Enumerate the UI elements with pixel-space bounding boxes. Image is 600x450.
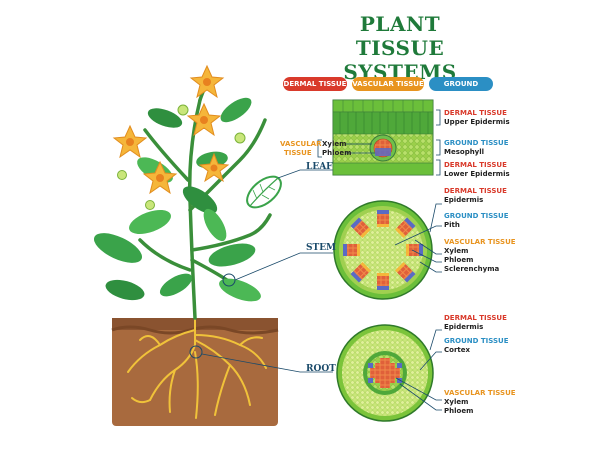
- root-vascular-heading: VASCULAR TISSUE: [444, 389, 516, 397]
- root-cross-section: [336, 324, 434, 422]
- leaf-xylem-label: Xylem: [322, 140, 347, 148]
- stem-dermal-heading: DERMAL TISSUE: [444, 187, 507, 195]
- root-ground-heading: GROUND TISSUE: [444, 337, 509, 345]
- stem-sclerenchyma-label: Sclerenchyma: [444, 265, 500, 273]
- leaf-vascular-heading-1: VASCULAR: [280, 140, 322, 148]
- leaf-dermal-upper-label: Upper Epidermis: [444, 118, 510, 126]
- title-line-1: PLANT: [359, 12, 441, 36]
- stem-pointers: [394, 203, 442, 273]
- stem-ground-heading: GROUND TISSUE: [444, 212, 509, 220]
- leaf-vascular-heading-2: TISSUE: [284, 149, 312, 157]
- stem-phloem-label: Phloem: [444, 256, 474, 264]
- legend-vascular: VASCULAR TISSUE: [352, 77, 424, 91]
- leaf-cross-section: [332, 99, 434, 176]
- flowers: [112, 64, 246, 210]
- legend-dermal: DERMAL TISSUE: [283, 77, 347, 91]
- stem-dermal-label: Epidermis: [444, 196, 484, 204]
- leaf-dermal-lower-label: Lower Epidermis: [444, 170, 510, 178]
- leaf-dermal-upper-heading: DERMAL TISSUE: [444, 109, 507, 117]
- roots: [127, 317, 267, 419]
- part-label-leaf: LEAF: [306, 162, 333, 172]
- leaf-phloem-label: Phloem: [322, 149, 352, 157]
- part-label-stem: STEM: [306, 243, 337, 253]
- root-phloem-label: Phloem: [444, 407, 474, 415]
- stem-vascular-heading: VASCULAR TISSUE: [444, 238, 516, 246]
- root-magnifier: [189, 345, 203, 359]
- stem-ground-label: Pith: [444, 221, 460, 229]
- root-ground-label: Cortex: [444, 346, 471, 354]
- leaves: [93, 97, 282, 302]
- stem-cross-section: [333, 200, 433, 300]
- leaf-ground-label: Mesophyll: [444, 148, 485, 156]
- root-dermal-label: Epidermis: [444, 323, 484, 331]
- legend-ground: GROUND TISSUE: [429, 77, 493, 102]
- connector-lines: [201, 169, 333, 373]
- part-label-root: ROOT: [306, 364, 336, 374]
- leaf-brackets: [317, 109, 441, 176]
- stem-xylem-label: Xylem: [444, 247, 469, 255]
- root-pointers: [395, 329, 442, 411]
- root-dermal-heading: DERMAL TISSUE: [444, 314, 507, 322]
- leaf-dermal-lower-heading: DERMAL TISSUE: [444, 161, 507, 169]
- root-xylem-label: Xylem: [444, 398, 469, 406]
- leaf-ground-heading: GROUND TISSUE: [444, 139, 509, 147]
